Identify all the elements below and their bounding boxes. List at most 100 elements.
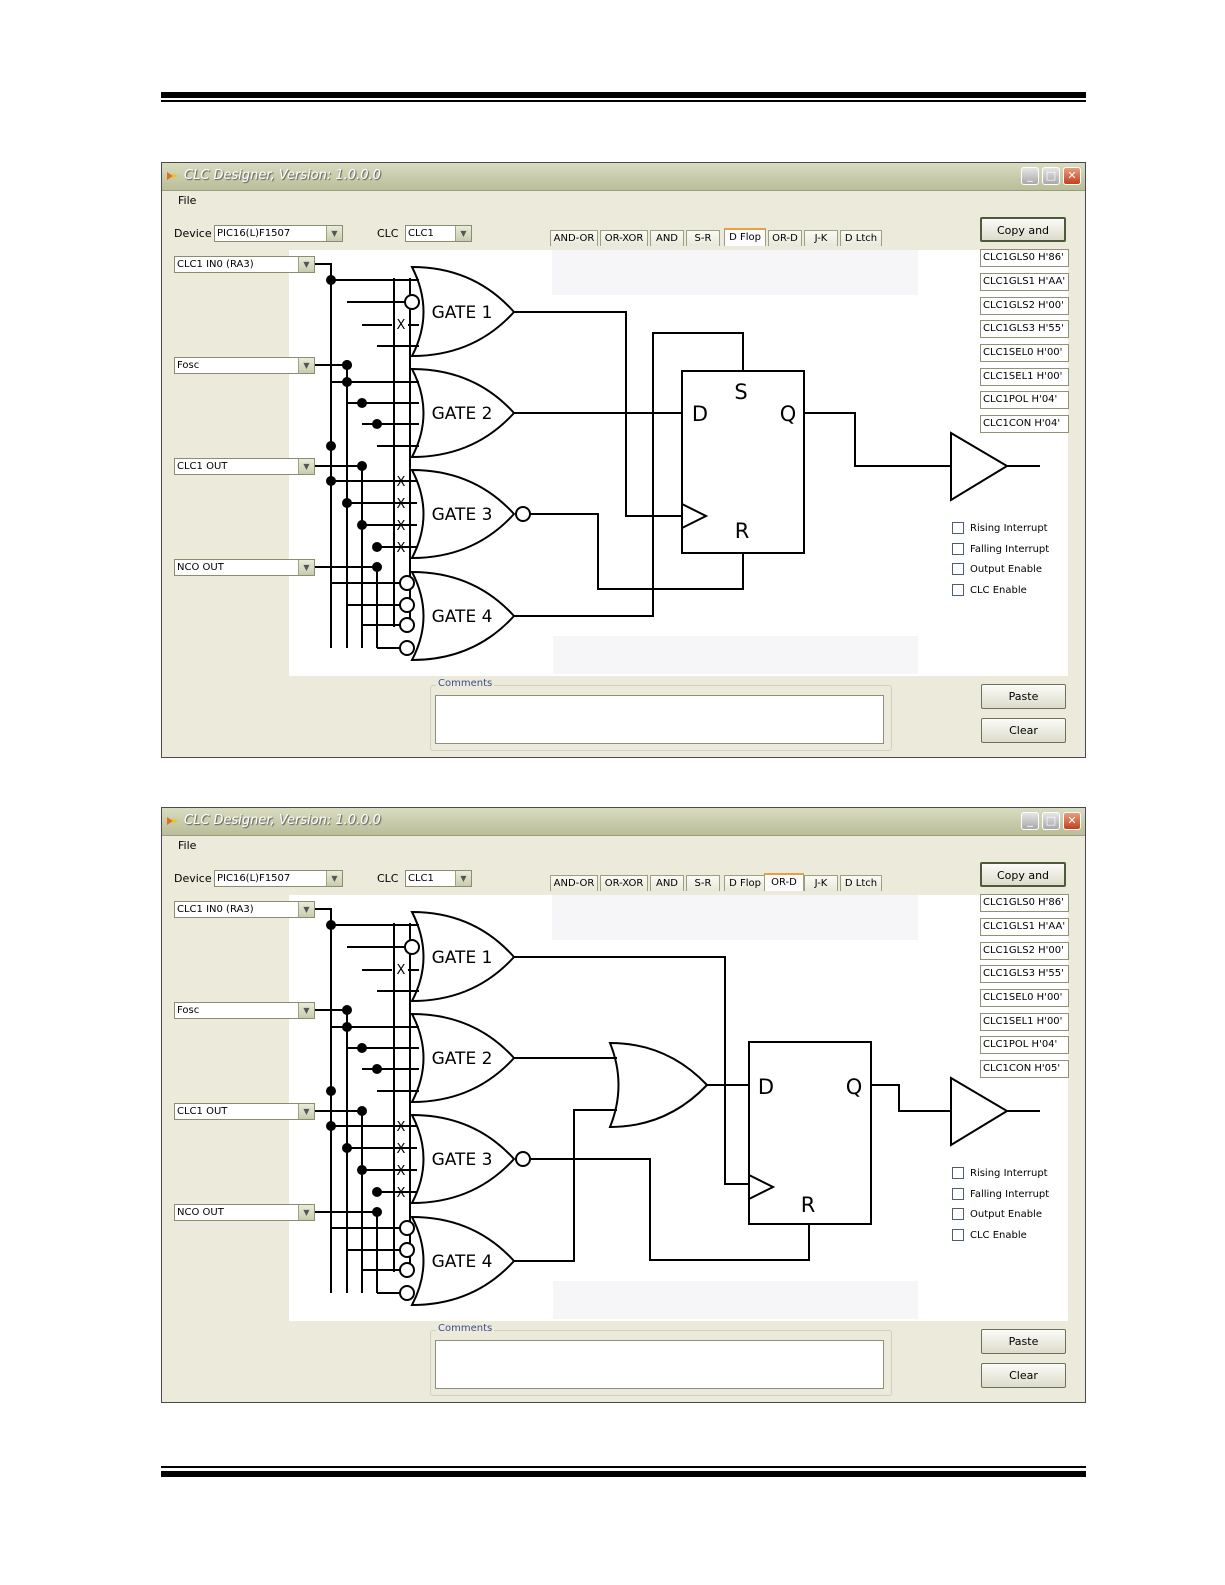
chevron-down-icon: ▼	[298, 902, 314, 917]
tab-and-or[interactable]: AND-OR	[550, 875, 598, 891]
comments-label: Comments	[436, 678, 495, 689]
minimize-button[interactable]: _	[1021, 167, 1039, 185]
input-select-3[interactable]: CLC1 OUT▼	[174, 1103, 315, 1120]
clc-enable-checkbox[interactable]: CLC Enable	[952, 1229, 1027, 1243]
tab-and-or[interactable]: AND-OR	[550, 230, 598, 246]
device-label: Device	[174, 227, 212, 240]
clc-value: CLC1	[408, 873, 434, 884]
tab-d-flop[interactable]: D Flop	[724, 228, 766, 246]
title-bar[interactable]: CLC Designer, Version: 1.0.0.0 _ □ ✕	[162, 808, 1085, 836]
output-enable-checkbox[interactable]: Output Enable	[952, 1208, 1042, 1222]
clc-designer-window-2: CLC Designer, Version: 1.0.0.0 _ □ ✕ Fil…	[161, 807, 1086, 1403]
input-select-1[interactable]: CLC1 IN0 (RA3) ▼	[174, 256, 315, 273]
device-select[interactable]: PIC16(L)F1507▼	[214, 225, 343, 242]
paste-button[interactable]: Paste	[981, 1329, 1066, 1354]
comments-textarea[interactable]	[435, 695, 884, 744]
output-enable-label: Output Enable	[970, 1209, 1042, 1220]
checkbox-box[interactable]	[952, 1167, 964, 1179]
comments-textarea[interactable]	[435, 1340, 884, 1389]
checkbox-box[interactable]	[952, 1208, 964, 1220]
tab-d-ltch[interactable]: D Ltch	[840, 875, 882, 891]
device-select[interactable]: PIC16(L)F1507▼	[214, 870, 343, 887]
register-clc1gls2: CLC1GLS2 H'00'	[980, 297, 1069, 315]
chevron-down-icon: ▼	[455, 226, 471, 241]
window-title: CLC Designer, Version: 1.0.0.0	[184, 168, 381, 183]
tab-s-r[interactable]: S-R	[686, 230, 720, 246]
rising-interrupt-label: Rising Interrupt	[970, 1168, 1048, 1179]
menu-file[interactable]: File	[178, 194, 197, 207]
paste-button[interactable]: Paste	[981, 684, 1066, 709]
tab-s-r[interactable]: S-R	[686, 875, 720, 891]
tab-and[interactable]: AND	[650, 875, 684, 891]
register-clc1gls1: CLC1GLS1 H'AA'	[980, 273, 1069, 291]
checkbox-box[interactable]	[952, 1188, 964, 1200]
chevron-down-icon: ▼	[298, 257, 314, 272]
input-select-3[interactable]: CLC1 OUT▼	[174, 458, 315, 475]
checkbox-box[interactable]	[952, 522, 964, 534]
output-enable-checkbox[interactable]: Output Enable	[952, 563, 1042, 577]
clear-button[interactable]: Clear	[981, 1363, 1066, 1388]
menu-bar: File	[162, 836, 1085, 856]
tab-or-xor[interactable]: OR-XOR	[600, 875, 648, 891]
register-clc1pol: CLC1POL H'04'	[980, 1036, 1069, 1054]
maximize-button[interactable]: □	[1042, 812, 1060, 830]
minimize-button[interactable]: _	[1021, 812, 1039, 830]
comments-group: Comments	[430, 678, 892, 751]
device-value: PIC16(L)F1507	[217, 873, 291, 884]
maximize-button[interactable]: □	[1042, 167, 1060, 185]
register-clc1gls3: CLC1GLS3 H'55'	[980, 965, 1069, 983]
rising-interrupt-label: Rising Interrupt	[970, 523, 1048, 534]
clc-select[interactable]: CLC1▼	[405, 225, 472, 242]
rising-interrupt-checkbox[interactable]: Rising Interrupt	[952, 522, 1048, 536]
clc-enable-checkbox[interactable]: CLC Enable	[952, 584, 1027, 598]
register-clc1pol: CLC1POL H'04'	[980, 391, 1069, 409]
window-title: CLC Designer, Version: 1.0.0.0	[184, 813, 381, 828]
clear-button[interactable]: Clear	[981, 718, 1066, 743]
register-clc1sel0: CLC1SEL0 H'00'	[980, 344, 1069, 362]
close-button[interactable]: ✕	[1063, 167, 1081, 185]
tab-panel-top	[552, 895, 918, 940]
input-select-2[interactable]: Fosc▼	[174, 357, 315, 374]
clc-select[interactable]: CLC1 ▼	[405, 870, 472, 887]
comments-group: Comments	[430, 1323, 892, 1396]
checkbox-box[interactable]	[952, 543, 964, 555]
input-select-4-value: NCO OUT	[177, 562, 224, 573]
register-clc1sel0: CLC1SEL0 H'00'	[980, 989, 1069, 1007]
close-button[interactable]: ✕	[1063, 812, 1081, 830]
tab-j-k[interactable]: J-K	[804, 875, 838, 891]
menu-file[interactable]: File	[178, 839, 197, 852]
input-select-2[interactable]: Fosc▼	[174, 1002, 315, 1019]
tab-j-k[interactable]: J-K	[804, 230, 838, 246]
tab-panel-bottom	[553, 636, 918, 674]
tab-or-d[interactable]: OR-D	[764, 873, 804, 891]
chevron-down-icon: ▼	[455, 871, 471, 886]
chevron-down-icon: ▼	[298, 1003, 314, 1018]
bottom-rule-thick	[161, 1471, 1086, 1477]
tab-or-xor[interactable]: OR-XOR	[600, 230, 648, 246]
chevron-down-icon: ▼	[298, 1104, 314, 1119]
register-clc1con: CLC1CON H'05'	[980, 1060, 1069, 1078]
rising-interrupt-checkbox[interactable]: Rising Interrupt	[952, 1167, 1048, 1181]
checkbox-box[interactable]	[952, 563, 964, 575]
tab-and[interactable]: AND	[650, 230, 684, 246]
tab-d-flop[interactable]: D Flop	[724, 875, 766, 891]
falling-interrupt-checkbox[interactable]: Falling Interrupt	[952, 1188, 1049, 1202]
input-select-4[interactable]: NCO OUT▼	[174, 559, 315, 576]
checkbox-box[interactable]	[952, 584, 964, 596]
clc-enable-label: CLC Enable	[970, 585, 1027, 596]
register-clc1gls3: CLC1GLS3 H'55'	[980, 320, 1069, 338]
title-bar[interactable]: CLC Designer, Version: 1.0.0.0 _ □ ✕	[162, 163, 1085, 191]
copy-and-show-button[interactable]: Copy and Show	[980, 862, 1066, 905]
tab-panel-top	[552, 250, 918, 295]
input-select-1-value: CLC1 IN0 (RA3)	[177, 259, 254, 270]
tab-d-ltch[interactable]: D Ltch	[840, 230, 882, 246]
bottom-rule-thin	[161, 1466, 1086, 1468]
menu-bar: File	[162, 191, 1085, 211]
tab-or-d[interactable]: OR-D	[768, 230, 802, 246]
falling-interrupt-checkbox[interactable]: Falling Interrupt	[952, 543, 1049, 557]
input-select-2-value: Fosc	[177, 360, 200, 371]
copy-and-show-button[interactable]: Copy and Show	[980, 217, 1066, 260]
checkbox-box[interactable]	[952, 1229, 964, 1241]
input-select-1[interactable]: CLC1 IN0 (RA3)▼	[174, 901, 315, 918]
input-select-4[interactable]: NCO OUT▼	[174, 1204, 315, 1221]
